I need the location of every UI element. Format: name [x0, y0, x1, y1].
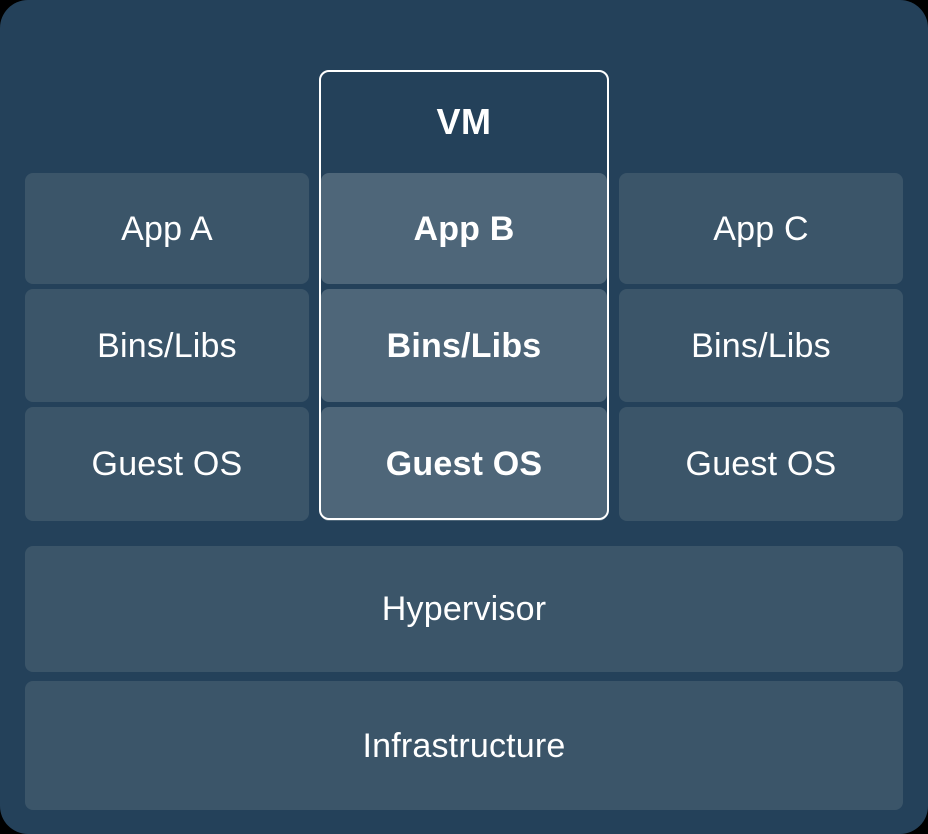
box-app-b: App B: [321, 173, 607, 284]
box-guest-os-b: Guest OS: [321, 407, 607, 521]
box-infrastructure: Infrastructure: [25, 681, 903, 810]
vm-label: VM: [436, 100, 492, 142]
box-bins-libs-a: Bins/Libs: [25, 289, 309, 402]
box-bins-libs-c: Bins/Libs: [619, 289, 903, 402]
box-bins-libs-b: Bins/Libs: [321, 289, 607, 402]
box-app-a: App A: [25, 173, 309, 284]
box-guest-os-c: Guest OS: [619, 407, 903, 521]
box-guest-os-a: Guest OS: [25, 407, 309, 521]
box-app-c: App C: [619, 173, 903, 284]
box-hypervisor: Hypervisor: [25, 546, 903, 672]
